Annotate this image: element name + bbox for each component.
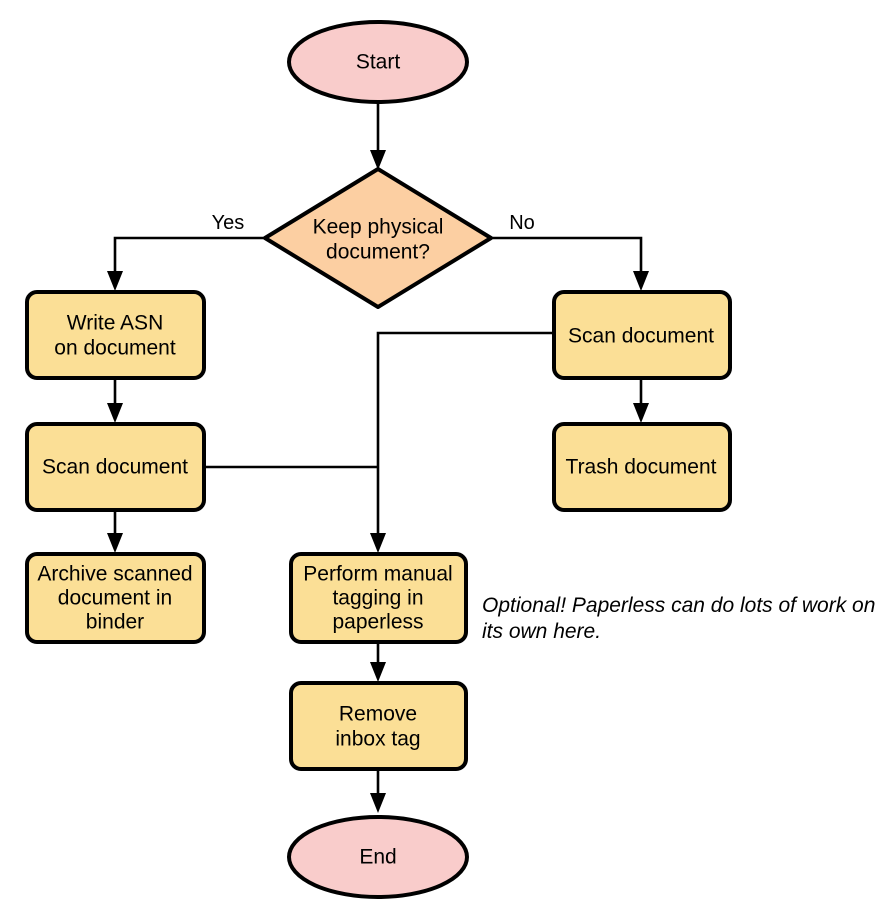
node-perform-manual-tagging[interactable]: Perform manual tagging in paperless: [289, 552, 468, 644]
edge-write-asn-to-scan-left: [107, 380, 123, 423]
node-trash-document[interactable]: Trash document: [552, 422, 732, 512]
edge-label-yes: Yes: [212, 212, 245, 234]
node-archive-scanned-document[interactable]: Archive scanned document in binder: [25, 552, 206, 644]
scan-left-box: [25, 422, 206, 512]
write-asn-label-line1: Write ASN: [67, 312, 163, 335]
start-label: Start: [356, 51, 401, 74]
tagging-label-line2: tagging in: [332, 587, 423, 610]
edge-decision-no-to-scan-right: [492, 236, 649, 291]
node-end[interactable]: End: [287, 815, 469, 899]
edge-scan-left-to-archive: [107, 510, 123, 553]
remove-inbox-label-line2: inbox tag: [335, 728, 420, 751]
annotation-line1: Optional! Paperless can do lots of work …: [482, 594, 875, 617]
node-write-asn-on-document[interactable]: Write ASN on document: [25, 290, 206, 380]
archive-box: [25, 552, 206, 644]
start-ellipse: [287, 20, 469, 104]
edge-tagging-to-remove-inbox: [370, 643, 386, 682]
decision-label-line1: Keep physical: [313, 216, 444, 239]
remove-inbox-box: [289, 681, 468, 771]
write-asn-label-line2: on document: [54, 337, 176, 360]
edge-start-to-decision: [370, 101, 386, 170]
edge-scan-right-to-trash: [633, 380, 649, 423]
annotation-optional-paperless: Optional! Paperless can do lots of work …: [482, 594, 875, 643]
archive-label-line2: document in: [58, 587, 172, 610]
archive-label-line1: Archive scanned: [37, 563, 192, 586]
node-remove-inbox-tag[interactable]: Remove inbox tag: [289, 681, 468, 771]
write-asn-box: [25, 290, 206, 380]
trash-box: [552, 422, 732, 512]
decision-label-line2: document?: [326, 241, 430, 264]
scan-left-label: Scan document: [42, 456, 188, 479]
node-scan-document-left[interactable]: Scan document: [25, 422, 206, 512]
archive-label-line3: binder: [86, 611, 144, 634]
end-ellipse: [287, 815, 469, 899]
edge-remove-inbox-to-end: [370, 770, 386, 813]
scan-right-label: Scan document: [568, 325, 714, 348]
trash-label: Trash document: [566, 456, 717, 479]
tagging-label-line1: Perform manual: [303, 563, 452, 586]
tagging-label-line3: paperless: [332, 611, 423, 634]
node-scan-document-right[interactable]: Scan document: [552, 290, 732, 380]
annotation-line2: its own here.: [482, 620, 601, 643]
edge-decision-yes-to-write-asn: [107, 236, 265, 291]
node-start[interactable]: Start: [287, 20, 469, 104]
edge-scan-right-to-tagging: [370, 331, 552, 553]
edge-label-no: No: [509, 212, 535, 234]
remove-inbox-label-line1: Remove: [339, 703, 417, 726]
node-decision-keep-physical-document[interactable]: Keep physical document?: [263, 167, 493, 309]
tagging-box: [289, 552, 468, 644]
end-label: End: [359, 846, 396, 869]
scan-right-box: [552, 290, 732, 380]
decision-diamond: [263, 167, 493, 309]
